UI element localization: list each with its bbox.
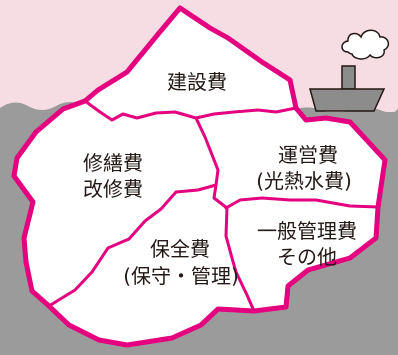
label-repair-line1: 修繕費 [83,151,143,175]
lower-left-divider [47,183,218,308]
label-construction: 建設費 [167,70,227,94]
label-repair-line2: 改修費 [83,177,143,201]
smoke-icon [341,29,390,60]
label-operation-line1: 運営費 [278,143,338,167]
ship-icon [309,65,386,112]
iceberg-outline [11,5,388,348]
waterline-divider [83,99,298,122]
label-maintenance-line2: (保守・管理) [123,264,239,288]
label-maintenance-line1: 保全費 [150,237,210,261]
label-general-admin-line1: 一般管理費 [257,219,357,243]
right-divider [224,196,380,210]
label-operation-line2: (光熱水費) [256,169,352,193]
label-general-admin-line2: その他 [277,245,337,269]
section-dividers [47,99,380,313]
